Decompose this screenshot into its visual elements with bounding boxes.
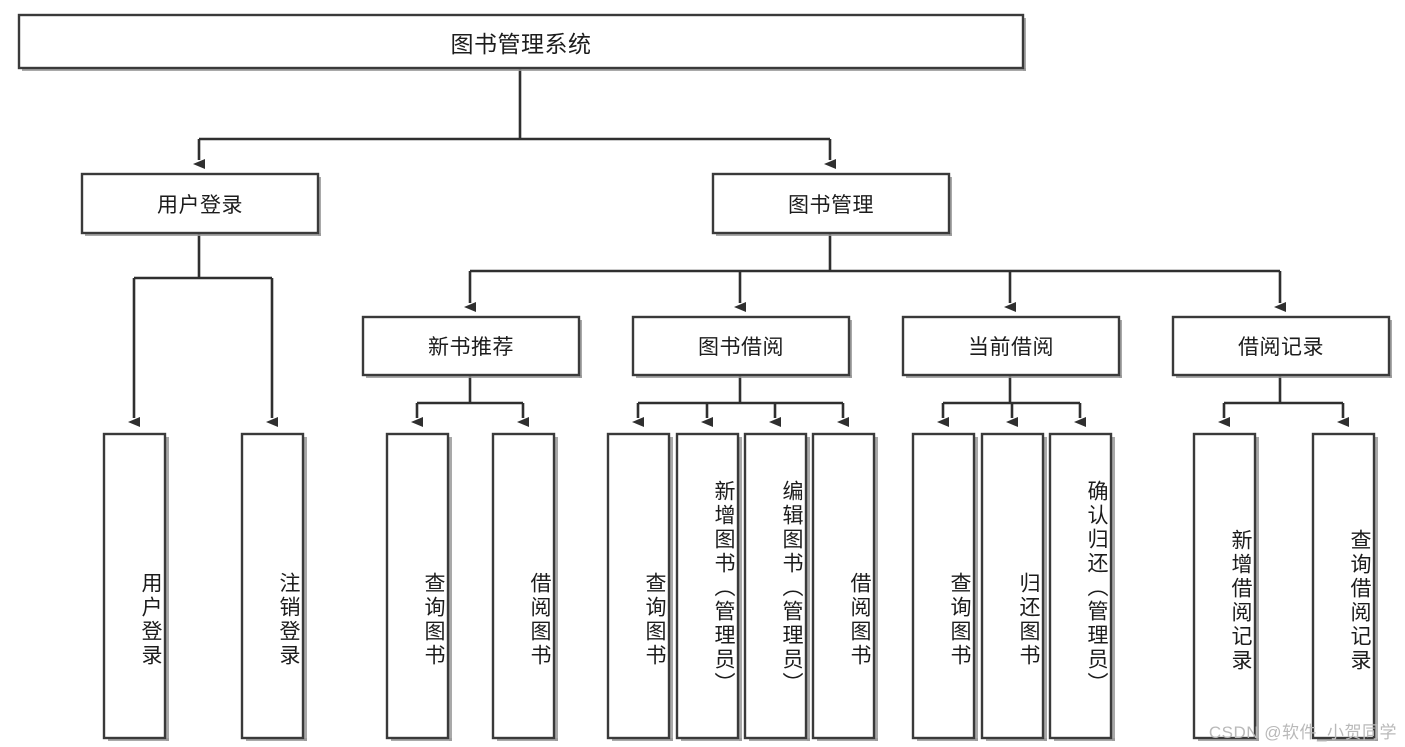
node-root[interactable] [17, 13, 1025, 70]
node-leaf-borrow-book-1[interactable] [491, 432, 556, 740]
box-shadow-layer [22, 18, 1392, 741]
node-book-borrow[interactable] [631, 315, 851, 377]
node-leaf-add-record[interactable] [1192, 432, 1257, 740]
node-book-manage[interactable] [711, 172, 951, 235]
node-leaf-logout[interactable] [240, 432, 305, 740]
node-new-book-recommend[interactable] [361, 315, 581, 377]
node-leaf-query-book-2[interactable] [606, 432, 671, 740]
node-leaf-edit-book[interactable] [743, 432, 808, 740]
node-leaf-user-login[interactable] [102, 432, 167, 740]
node-leaf-query-book-1[interactable] [385, 432, 450, 740]
node-borrow-record[interactable] [1171, 315, 1391, 377]
node-current-borrow[interactable] [901, 315, 1121, 377]
node-leaf-confirm-return[interactable] [1048, 432, 1113, 740]
node-leaf-borrow-book-2[interactable] [811, 432, 876, 740]
box-layer [17, 13, 1391, 740]
node-leaf-query-record[interactable] [1311, 432, 1376, 740]
node-leaf-add-book[interactable] [675, 432, 740, 740]
node-leaf-query-book-3[interactable] [911, 432, 976, 740]
node-user-login[interactable] [80, 172, 320, 235]
edge-layer [128, 67, 1349, 427]
node-leaf-return-book[interactable] [980, 432, 1045, 740]
